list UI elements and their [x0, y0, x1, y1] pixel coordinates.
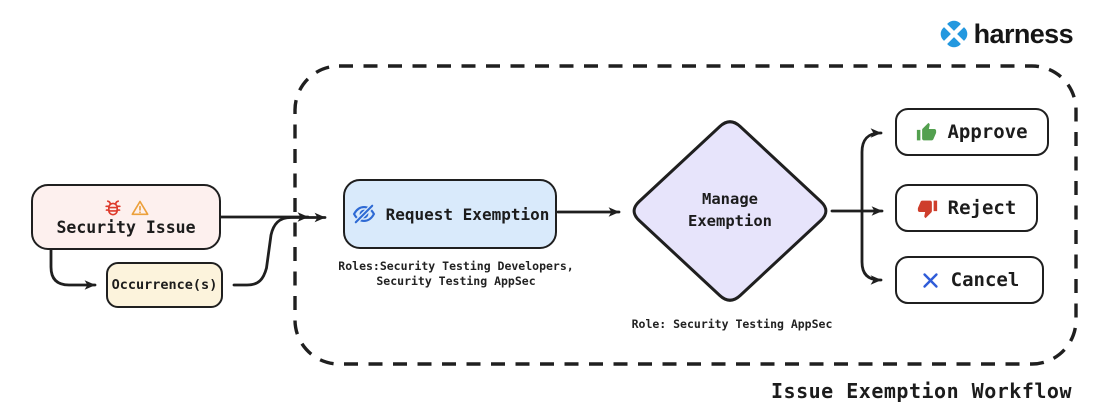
workflow-boundary — [293, 64, 1078, 366]
flow-arrows — [49, 128, 884, 290]
request-roles-note: Roles:Security Testing Developers, Secur… — [337, 259, 575, 288]
request-roles-line2: Security Testing AppSec — [376, 273, 536, 288]
reject-label: Reject — [947, 197, 1017, 219]
manage-exemption-label-line1: Manage — [702, 190, 758, 208]
bug-icon — [104, 199, 121, 215]
harness-logo-icon — [940, 20, 967, 48]
node-cancel: Cancel — [895, 256, 1044, 304]
node-approve: Approve — [895, 108, 1049, 156]
request-roles-line1: Roles:Security Testing Developers, — [338, 259, 574, 273]
cancel-label: Cancel — [950, 269, 1020, 291]
warning-icon — [131, 200, 148, 215]
thumbs-up-icon — [917, 122, 937, 140]
brand: harness — [937, 17, 1074, 51]
security-issue-label: Security Issue — [56, 217, 196, 237]
arrow-security-to-occurrence — [49, 248, 97, 290]
x-icon — [922, 272, 938, 288]
thumbs-down-icon — [917, 200, 937, 218]
manage-exemption-diamond — [632, 120, 828, 302]
node-occurrence: Occurrence(s) — [106, 262, 223, 308]
manage-role-note: Role: Security Testing AppSec — [631, 317, 833, 331]
eye-off-icon — [352, 203, 375, 225]
brand-name: harness — [973, 18, 1074, 49]
occurrence-label: Occurrence(s) — [111, 277, 218, 293]
arrow-occurrence-to-request — [232, 212, 327, 287]
node-security-issue: Security Issue — [31, 184, 221, 250]
manage-exemption-label: Manage Exemption — [650, 188, 810, 232]
node-reject: Reject — [895, 184, 1038, 232]
arrow-manage-to-approve — [860, 128, 883, 213]
security-issue-icons — [103, 198, 150, 218]
request-exemption-label: Request Exemption — [385, 204, 550, 224]
approve-label: Approve — [947, 121, 1028, 143]
node-request-exemption: Request Exemption — [343, 179, 557, 249]
manage-exemption-label-line2: Exemption — [688, 212, 772, 230]
arrow-manage-to-cancel — [860, 209, 883, 285]
workflow-caption: Issue Exemption Workflow — [771, 379, 1072, 403]
